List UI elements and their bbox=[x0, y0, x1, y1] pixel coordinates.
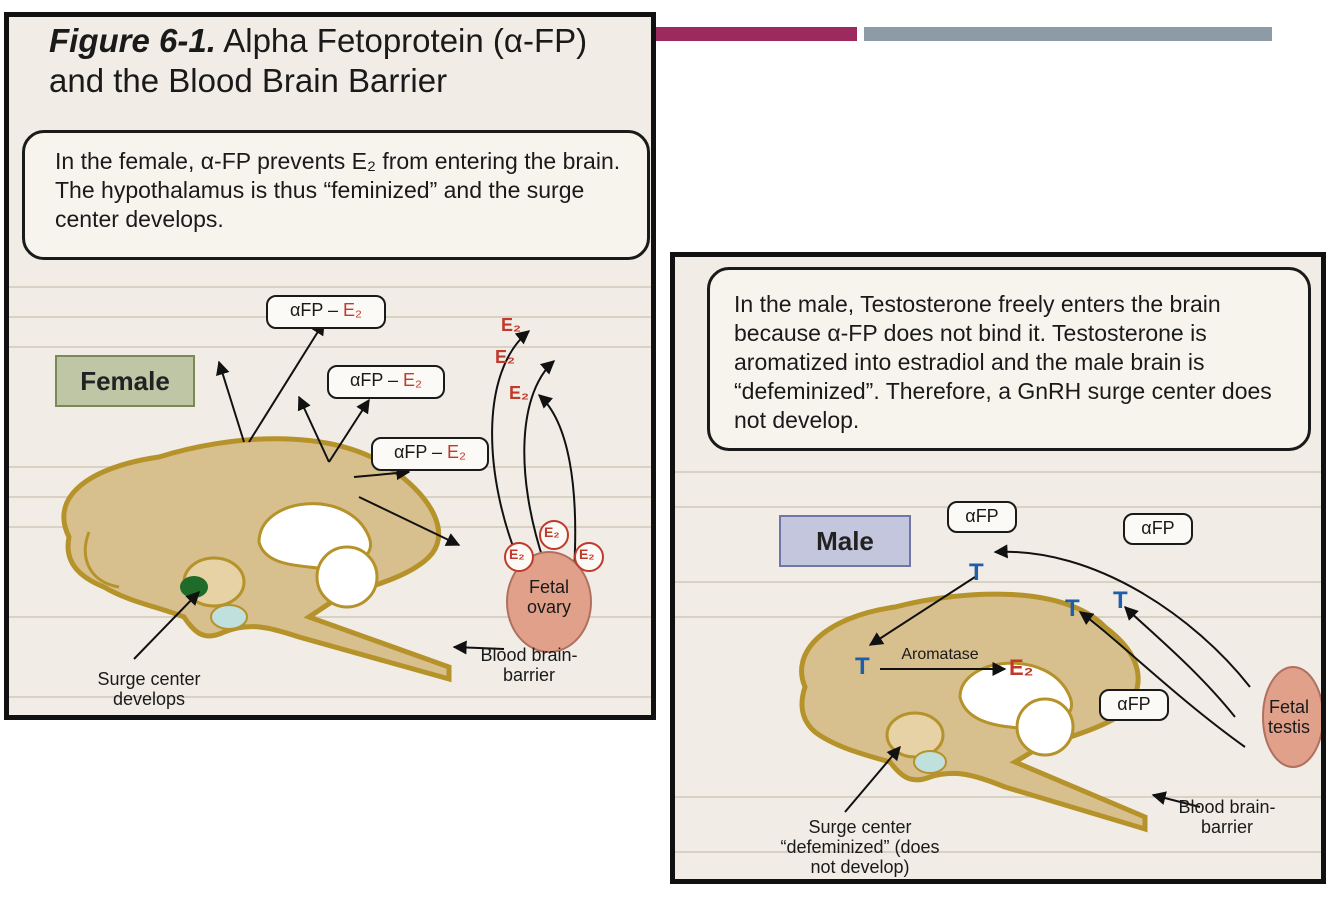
male-label: Male bbox=[779, 515, 911, 567]
accent-bar-magenta bbox=[655, 27, 857, 41]
ovary-e2-3: E₂ bbox=[579, 546, 595, 562]
testosterone-3: T bbox=[1113, 587, 1128, 614]
male-brain bbox=[799, 591, 1148, 833]
complex-afp-text: αFP – bbox=[289, 300, 339, 320]
male-panel: In the male, Testosterone freely enters … bbox=[670, 252, 1326, 884]
female-note-box: In the female, α-FP prevents E₂ from ent… bbox=[22, 130, 650, 260]
testosterone-2: T bbox=[1065, 595, 1080, 622]
afp-e2-complex-3: αFP – E₂ bbox=[371, 437, 489, 471]
figure-number: Figure 6-1. bbox=[49, 22, 216, 59]
male-note-box: In the male, Testosterone freely enters … bbox=[707, 267, 1311, 451]
testosterone-4: T bbox=[855, 653, 870, 680]
male-illustration bbox=[675, 471, 1321, 853]
figure-title: Figure 6-1. Alpha Fetoprotein (α-FP) and… bbox=[49, 21, 651, 101]
testosterone-1: T bbox=[969, 559, 984, 586]
surge-center-defeminized-label: Surge center “defeminized” (does not dev… bbox=[780, 817, 940, 877]
figure-title-text: Alpha Fetoprotein (α-FP) and the Blood B… bbox=[49, 22, 588, 99]
male-note-text: In the male, Testosterone freely enters … bbox=[734, 291, 1272, 433]
afp-e2-complex-1: αFP – E₂ bbox=[266, 295, 386, 329]
free-e2-1: E₂ bbox=[501, 315, 522, 335]
complex-e2-text: E₂ bbox=[343, 300, 363, 320]
fetal-testis-shape bbox=[1262, 666, 1321, 768]
complex-afp-text: αFP – bbox=[349, 370, 399, 390]
blood-brain-barrier-label: Blood brain-barrier bbox=[480, 645, 578, 685]
ovary-e2-2: E₂ bbox=[544, 524, 560, 540]
female-panel: Figure 6-1. Alpha Fetoprotein (α-FP) and… bbox=[4, 12, 656, 720]
male-blood-brain-barrier-label: Blood brain-barrier bbox=[1178, 797, 1276, 837]
estradiol-e2: E₂ bbox=[1009, 655, 1034, 680]
female-label: Female bbox=[55, 355, 195, 407]
female-brain bbox=[61, 436, 452, 683]
afp-e2-complex-2: αFP – E₂ bbox=[327, 365, 445, 399]
ovary-e2-1: E₂ bbox=[509, 546, 525, 562]
aromatase-label: Aromatase bbox=[901, 646, 979, 663]
female-illustration bbox=[9, 286, 651, 698]
fetal-ovary-shape bbox=[506, 551, 592, 653]
afp-free-1: αFP bbox=[947, 501, 1017, 533]
afp-free-3: αFP bbox=[1099, 689, 1169, 721]
complex-e2-text: E₂ bbox=[447, 442, 467, 462]
accent-bar-gray bbox=[864, 27, 1272, 41]
complex-e2-text: E₂ bbox=[403, 370, 423, 390]
fetal-ovary-label: Fetal ovary bbox=[526, 577, 571, 617]
fetal-testis-label: Fetal testis bbox=[1267, 697, 1310, 737]
afp-free-2: αFP bbox=[1123, 513, 1193, 545]
free-e2-3: E₂ bbox=[509, 383, 530, 403]
surge-center-green bbox=[180, 576, 208, 598]
complex-afp-text: αFP – bbox=[393, 442, 443, 462]
free-e2-2: E₂ bbox=[495, 347, 516, 367]
female-note-text: In the female, α-FP prevents E₂ from ent… bbox=[55, 148, 621, 232]
surge-center-label: Surge center develops bbox=[97, 669, 201, 709]
